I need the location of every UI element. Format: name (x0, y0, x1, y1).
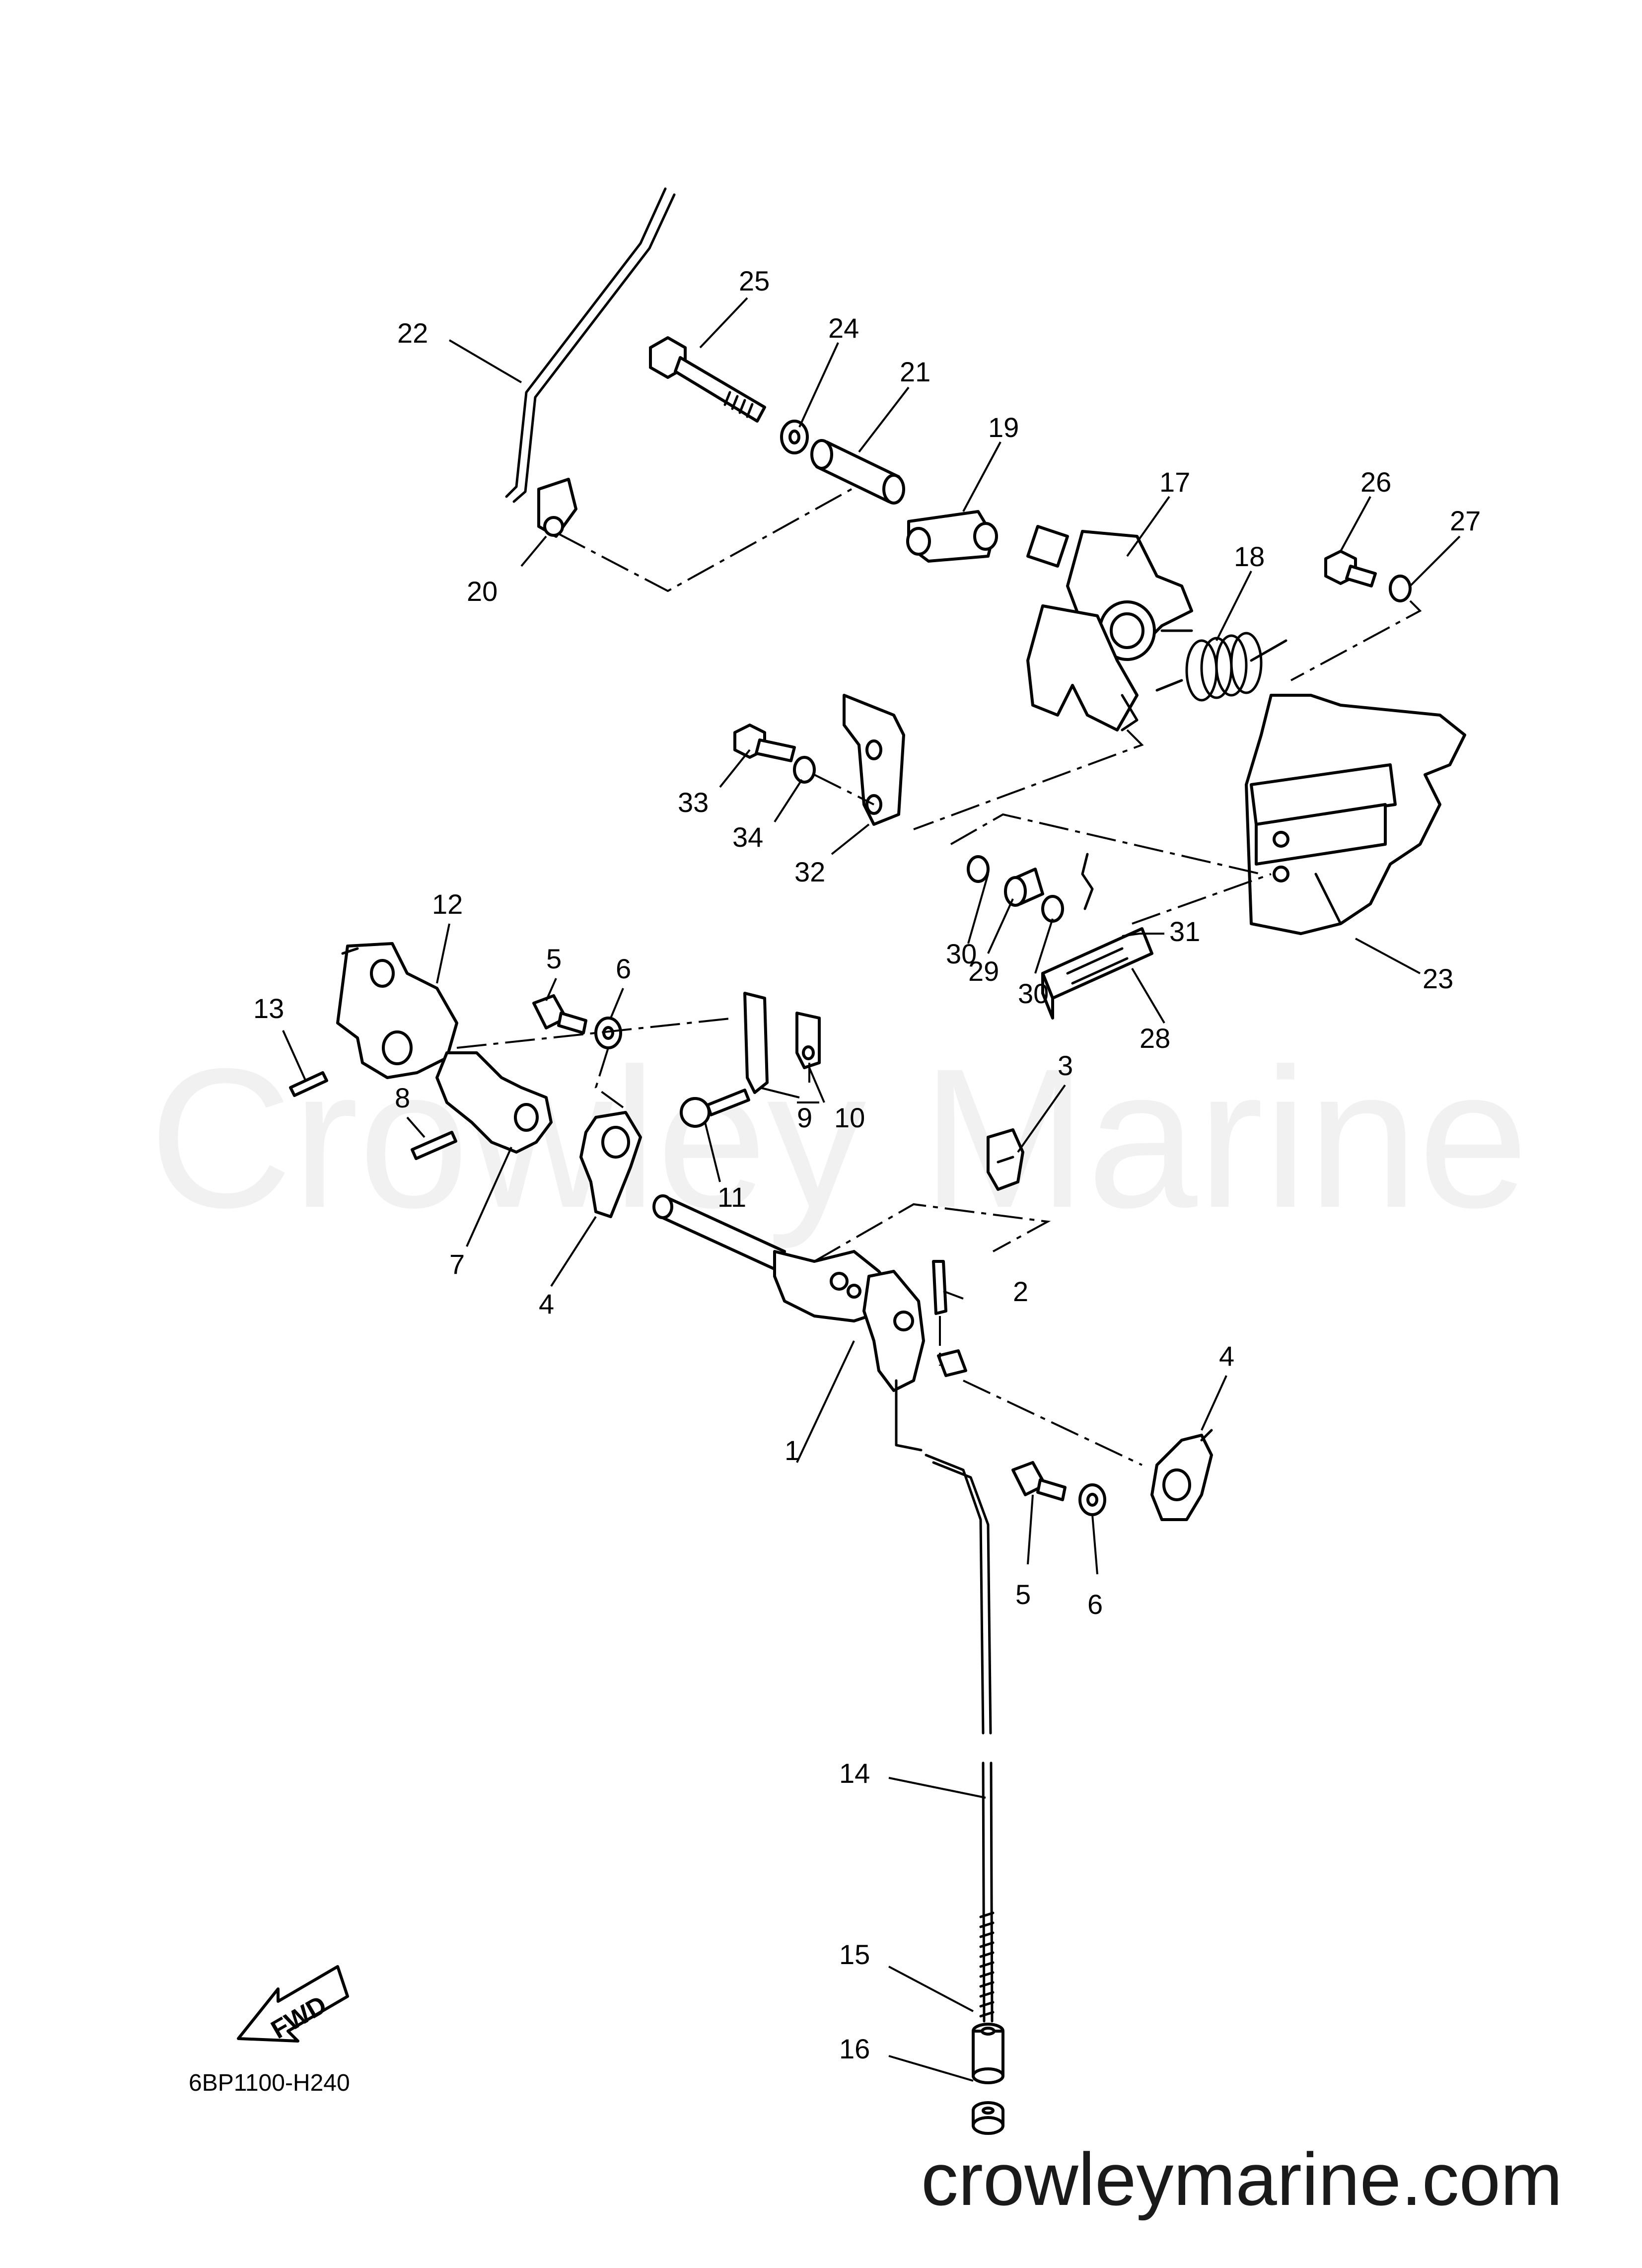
callout-4-right: 4 (1219, 1340, 1234, 1372)
part-3-clip (987, 1128, 1024, 1191)
callout-3: 3 (1058, 1050, 1073, 1081)
dash-line-30-28 (950, 813, 1262, 875)
dash-line-34-32 (814, 774, 874, 805)
dash-line-17-32 (913, 729, 1144, 830)
leader-lines (282, 297, 1461, 2082)
callout-8: 8 (395, 1082, 410, 1113)
callout-27: 27 (1450, 505, 1481, 536)
part-13-pin (289, 1071, 328, 1097)
part-6-washer-upper (594, 1017, 622, 1049)
dash-line-3-1 (814, 1203, 1051, 1262)
part-10-tab (795, 1012, 821, 1069)
part-27-washer (1389, 575, 1412, 602)
part-25-bolt (649, 336, 766, 423)
dash-line-1-4 (963, 1380, 1142, 1466)
part-14-rod (895, 1379, 995, 2023)
part-21-sleeve (810, 439, 905, 505)
part-11-screw (680, 1089, 750, 1128)
part-12-lever (336, 942, 458, 1079)
callout-15: 15 (839, 1939, 870, 1970)
part-1-shift-rod (652, 1194, 967, 1392)
callout-5-lower: 5 (1015, 1579, 1031, 1610)
callout-33: 33 (678, 787, 709, 818)
callout-30-lower: 30 (1018, 978, 1049, 1009)
callout-1: 1 (785, 1435, 800, 1466)
callout-26: 26 (1360, 466, 1391, 498)
callout-31: 31 (1169, 916, 1200, 947)
part-32-plate (843, 694, 905, 826)
callout-19: 19 (988, 412, 1019, 443)
part-26-bolt (1324, 550, 1377, 587)
part-2-pin (932, 1260, 947, 1315)
callout-30-upper: 30 (946, 938, 977, 969)
fwd-arrow-icon: FWD (237, 1965, 349, 2045)
watermark-text: Crowley Marine (149, 1027, 1529, 1250)
part-22-rod (505, 187, 676, 503)
part-6-washer-lower (1078, 1483, 1106, 1516)
part-5-bolt-lower (1011, 1461, 1067, 1501)
callout-18: 18 (1234, 541, 1265, 572)
part-15-coupler (972, 2023, 1004, 2084)
dash-line-12-9 (456, 1017, 735, 1049)
part-30-washer-lower (1041, 895, 1064, 923)
part-33-bolt (733, 724, 796, 762)
callout-21: 21 (900, 356, 930, 387)
callout-6-lower: 6 (1087, 1589, 1103, 1620)
part-28-slider (1041, 927, 1153, 1020)
part-20-joint (537, 478, 577, 538)
dash-line-20-21 (558, 488, 852, 592)
part-8-pin (411, 1131, 457, 1160)
dash-line-6-4 (594, 1047, 624, 1108)
callout-29: 29 (968, 955, 999, 987)
callout-5-upper: 5 (546, 943, 562, 974)
part-23-bracket (1245, 694, 1466, 935)
callout-9: 9 (797, 1102, 812, 1133)
callout-23: 23 (1423, 963, 1453, 994)
part-4-shift-fork-left (579, 1111, 642, 1218)
part-34-washer (793, 756, 816, 784)
callout-10: 10 (834, 1102, 865, 1133)
callout-2: 2 (1013, 1276, 1028, 1307)
part-4-shift-fork-right (1150, 1429, 1213, 1521)
part-17-cam-lever (1026, 525, 1193, 732)
callout-13: 13 (253, 993, 284, 1024)
callout-32: 32 (794, 856, 825, 887)
callout-11: 11 (717, 1181, 746, 1213)
callout-24: 24 (828, 312, 859, 344)
diagram-code: 6BP1100-H240 (189, 2070, 350, 2096)
part-30-washer-upper (967, 855, 990, 883)
callout-22: 22 (397, 317, 428, 349)
callout-12: 12 (432, 888, 463, 920)
part-16-nut (972, 2101, 1004, 2135)
footer-url: crowleymarine.com (921, 2137, 1563, 2221)
callout-16: 16 (839, 2033, 870, 2064)
callout-17: 17 (1159, 466, 1190, 498)
part-24-washer (780, 420, 809, 454)
dash-line-28-23 (1132, 873, 1272, 925)
part-19-link (906, 510, 998, 563)
callout-25: 25 (739, 265, 770, 296)
callout-28: 28 (1140, 1023, 1170, 1054)
callout-6-upper: 6 (616, 953, 631, 984)
part-18-spring (1155, 629, 1287, 702)
callout-20: 20 (467, 576, 498, 607)
part-31-clip (1081, 853, 1094, 910)
callout-14: 14 (839, 1757, 870, 1789)
dash-line-27-23 (1290, 600, 1422, 681)
part-7-shift-cam (435, 1051, 553, 1154)
callout-7: 7 (449, 1248, 465, 1280)
callout-4-left: 4 (539, 1288, 554, 1319)
part-9-bracket (743, 992, 769, 1094)
part-29-spacer (1004, 868, 1044, 907)
callout-34: 34 (732, 821, 763, 853)
